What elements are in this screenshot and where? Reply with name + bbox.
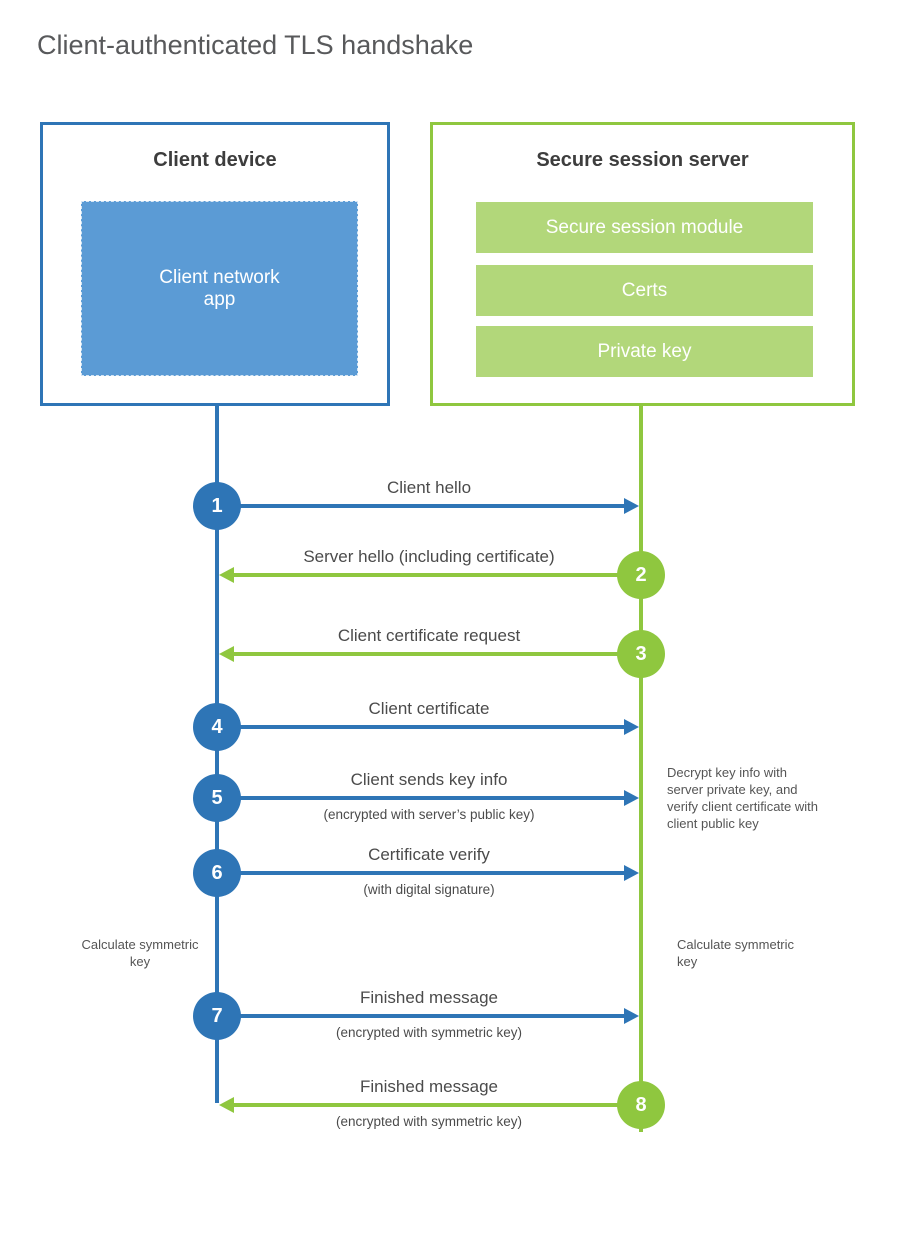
step6-arrow-right	[217, 865, 639, 881]
step6-circle: 6	[193, 849, 241, 897]
arrowhead-right-icon	[624, 1008, 639, 1024]
server-decrypt-note: Decrypt key info with server private key…	[667, 765, 818, 831]
page-title: Client-authenticated TLS handshake	[37, 30, 474, 60]
client-network-app-box: Client network app	[81, 201, 358, 376]
server-module-private-key: Private key	[476, 326, 813, 377]
step5-circle: 5	[193, 774, 241, 822]
client-device-heading: Client device	[153, 149, 277, 171]
client-calculate-key-note: Calculate symmetric key	[81, 937, 199, 969]
arrowhead-left-icon	[219, 646, 234, 662]
step6-label: Certificate verify	[368, 845, 490, 864]
step8-sublabel: (encrypted with symmetric key)	[335, 1114, 523, 1129]
step1-label: Client hello	[386, 478, 472, 497]
server-heading: Secure session server	[536, 149, 749, 171]
server-module-label: Private key	[597, 340, 692, 362]
arrowhead-right-icon	[624, 790, 639, 806]
step7-label: Finished message	[360, 988, 498, 1007]
step7-sublabel: (encrypted with symmetric key)	[335, 1025, 523, 1040]
step-number: 2	[635, 563, 647, 586]
step-number: 5	[211, 786, 223, 809]
step2-arrow-left	[219, 567, 641, 583]
step3-circle: 3	[617, 630, 665, 678]
step-number: 6	[211, 861, 223, 884]
server-module-secure-session: Secure session module	[476, 202, 813, 253]
step4-label: Client certificate	[368, 699, 490, 718]
arrowhead-left-icon	[219, 1097, 234, 1113]
step5-arrow-right	[217, 790, 639, 806]
client-network-app-label: Client network app	[159, 266, 280, 310]
step5-sublabel: (encrypted with server’s public key)	[323, 807, 535, 822]
step-number: 8	[635, 1093, 647, 1116]
secure-session-server-box: Secure session server Secure session mod…	[430, 122, 855, 406]
step8-arrow-left	[219, 1097, 641, 1113]
step2-label: Server hello (including certificate)	[303, 547, 555, 566]
step-number: 1	[211, 494, 223, 517]
step2-circle: 2	[617, 551, 665, 599]
step-number: 7	[211, 1004, 223, 1027]
server-module-label: Secure session module	[545, 216, 744, 238]
step-number: 3	[635, 642, 647, 665]
server-calculate-key-note: Calculate symmetric key	[677, 937, 795, 969]
step8-circle: 8	[617, 1081, 665, 1129]
step1-arrow-right	[217, 498, 639, 514]
arrowhead-right-icon	[624, 865, 639, 881]
step3-label: Client certificate request	[337, 626, 521, 645]
client-device-box: Client device Client network app	[40, 122, 390, 406]
server-lifeline	[639, 406, 643, 1132]
step4-circle: 4	[193, 703, 241, 751]
step1-circle: 1	[193, 482, 241, 530]
step4-arrow-right	[217, 719, 639, 735]
step7-arrow-right	[217, 1008, 639, 1024]
step7-circle: 7	[193, 992, 241, 1040]
step8-label: Finished message	[360, 1077, 498, 1096]
step3-arrow-left	[219, 646, 641, 662]
step-number: 4	[211, 715, 223, 738]
server-module-certs: Certs	[476, 265, 813, 316]
step6-sublabel: (with digital signature)	[363, 882, 495, 897]
arrowhead-right-icon	[624, 719, 639, 735]
arrowhead-right-icon	[624, 498, 639, 514]
step5-label: Client sends key info	[350, 770, 508, 789]
client-lifeline	[215, 406, 219, 1103]
server-module-label: Certs	[621, 279, 668, 301]
arrowhead-left-icon	[219, 567, 234, 583]
